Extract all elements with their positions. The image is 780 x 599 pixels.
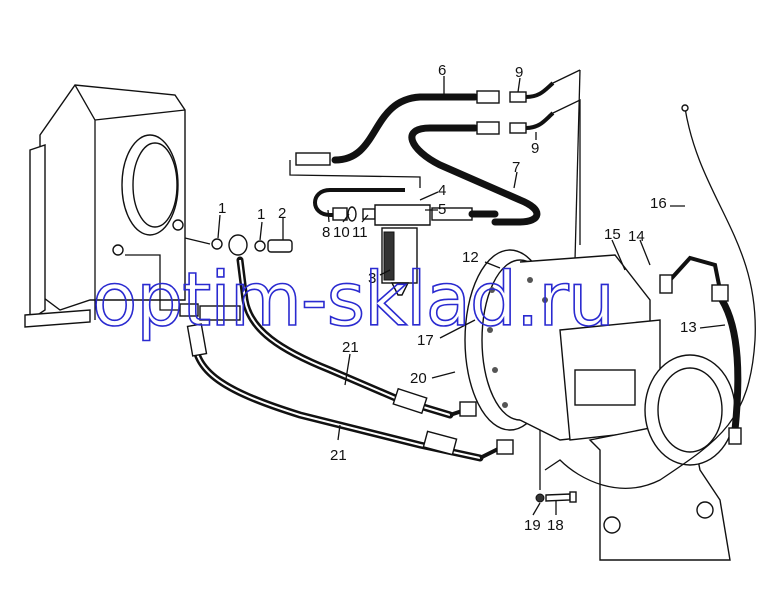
hose-7 xyxy=(408,69,581,261)
transmission-housing xyxy=(464,249,736,561)
callout-16: 16 xyxy=(650,195,667,212)
callout-8: 8 xyxy=(322,224,330,241)
oil-cooler-housing xyxy=(24,84,186,328)
callout-13: 13 xyxy=(680,319,697,336)
leader-lines xyxy=(217,76,726,516)
callout-12: 12 xyxy=(462,249,479,266)
filter-assembly xyxy=(289,160,499,296)
hose-6 xyxy=(295,69,581,166)
bolt-18-washer-19 xyxy=(535,430,577,503)
callout-18: 18 xyxy=(547,517,564,534)
callout-20: 20 xyxy=(410,370,427,387)
callout-21: 21 xyxy=(330,447,347,464)
fittings-1-2 xyxy=(125,234,293,321)
callout-9: 9 xyxy=(515,64,523,81)
callout-15: 15 xyxy=(604,226,621,243)
hoses-21 xyxy=(186,256,514,462)
callout-11: 11 xyxy=(352,224,368,241)
callout-1: 1 xyxy=(257,206,265,223)
callout-2: 2 xyxy=(278,205,286,222)
callout-14: 14 xyxy=(628,228,645,245)
callout-19: 19 xyxy=(524,517,541,534)
pipe-16-and-hose-13 xyxy=(544,104,756,489)
callout-5: 5 xyxy=(438,201,446,218)
callout-3: 3 xyxy=(368,270,376,287)
callout-9: 9 xyxy=(531,140,539,157)
callout-10: 10 xyxy=(333,224,350,241)
callout-4: 4 xyxy=(438,182,446,199)
callout-1: 1 xyxy=(218,200,226,217)
callout-7: 7 xyxy=(512,159,520,176)
watermark: optim-sklad.ru xyxy=(92,257,614,343)
callout-6: 6 xyxy=(438,62,446,79)
callout-17: 17 xyxy=(417,332,434,349)
callout-21: 21 xyxy=(342,339,359,356)
